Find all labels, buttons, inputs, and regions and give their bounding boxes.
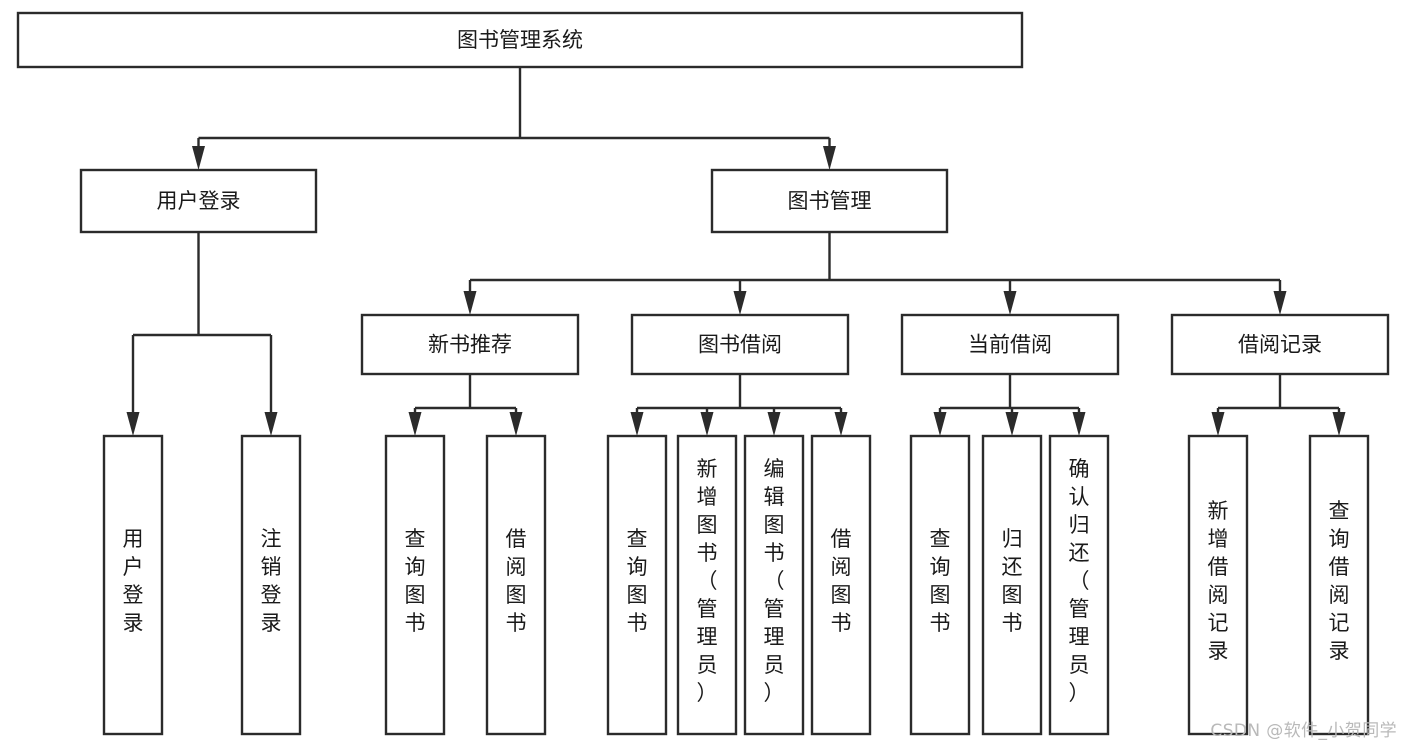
node-label: 图书借阅 — [698, 333, 782, 357]
node-label: 借阅图书 — [506, 527, 527, 635]
node-label: 新书推荐 — [428, 333, 512, 357]
node-box — [1048, 434, 1110, 736]
arrow-down-icon — [1005, 412, 1019, 436]
node-label: 图书管理系统 — [457, 28, 583, 52]
node-box — [743, 434, 805, 736]
arrow-down-icon — [767, 412, 781, 436]
leaf-node-新增图书管理员[interactable]: 新增图书（管理员） — [676, 434, 738, 736]
node-label: 用户登录 — [123, 527, 144, 635]
arrow-down-icon — [630, 412, 644, 436]
arrow-down-icon — [1003, 291, 1017, 315]
node-box — [384, 434, 446, 736]
level3-node-图书借阅[interactable]: 图书借阅 — [630, 313, 850, 376]
leaf-node-新增借阅记录[interactable]: 新增借阅记录 — [1187, 434, 1249, 736]
node-label: 编辑图书（管理员） — [764, 457, 785, 705]
arrow-down-icon — [933, 412, 947, 436]
arrow-down-icon — [126, 412, 140, 436]
level3-node-当前借阅[interactable]: 当前借阅 — [900, 313, 1120, 376]
arrow-down-icon — [192, 146, 205, 170]
arrow-down-icon — [1273, 291, 1287, 315]
leaf-node-查询图书[interactable]: 查询图书 — [384, 434, 446, 736]
node-box — [676, 434, 738, 736]
level2-node-用户登录[interactable]: 用户登录 — [79, 168, 318, 234]
level3-node-新书推荐[interactable]: 新书推荐 — [360, 313, 580, 376]
node-box — [900, 313, 1120, 376]
node-box — [810, 434, 872, 736]
connector-layer — [126, 67, 1346, 436]
arrow-down-icon — [509, 412, 523, 436]
arrow-down-icon — [823, 146, 836, 170]
level2-node-图书管理[interactable]: 图书管理 — [710, 168, 949, 234]
arrow-down-icon — [834, 412, 848, 436]
leaf-node-借阅图书[interactable]: 借阅图书 — [485, 434, 547, 736]
node-label: 新增借阅记录 — [1208, 499, 1229, 663]
arrow-down-icon — [1332, 412, 1346, 436]
leaf-node-借阅图书[interactable]: 借阅图书 — [810, 434, 872, 736]
leaf-node-编辑图书管理员[interactable]: 编辑图书（管理员） — [743, 434, 805, 736]
leaf-node-查询借阅记录[interactable]: 查询借阅记录 — [1308, 434, 1370, 736]
node-box — [1187, 434, 1249, 736]
node-box — [79, 168, 318, 234]
arrow-down-icon — [1211, 412, 1225, 436]
node-label: 注销登录 — [261, 527, 282, 635]
node-box — [710, 168, 949, 234]
node-label: 查询图书 — [627, 527, 648, 635]
node-layer: 新书推荐图书借阅当前借阅借阅记录用户登录注销登录查询图书借阅图书查询图书新增图书… — [16, 11, 1390, 736]
node-label: 归还图书 — [1002, 527, 1023, 635]
leaf-node-确认归还管理员[interactable]: 确认归还（管理员） — [1048, 434, 1110, 736]
node-box — [360, 313, 580, 376]
leaf-node-归还图书[interactable]: 归还图书 — [981, 434, 1043, 736]
arrow-down-icon — [700, 412, 714, 436]
leaf-node-查询图书[interactable]: 查询图书 — [909, 434, 971, 736]
node-box — [630, 313, 850, 376]
arrow-down-icon — [264, 412, 278, 436]
leaf-node-用户登录[interactable]: 用户登录 — [102, 434, 164, 736]
node-box — [606, 434, 668, 736]
root-node-图书管理系统[interactable]: 图书管理系统 — [16, 11, 1024, 69]
leaf-node-注销登录[interactable]: 注销登录 — [240, 434, 302, 736]
arrow-down-icon — [463, 291, 477, 315]
node-label: 图书管理 — [788, 189, 872, 213]
node-box — [240, 434, 302, 736]
leaf-node-查询图书[interactable]: 查询图书 — [606, 434, 668, 736]
node-label: 借阅图书 — [831, 527, 852, 635]
node-box — [909, 434, 971, 736]
node-label: 借阅记录 — [1238, 333, 1322, 357]
node-box — [16, 11, 1024, 69]
node-box — [1170, 313, 1390, 376]
node-label: 新增图书（管理员） — [697, 457, 718, 705]
arrow-down-icon — [733, 291, 747, 315]
node-box — [981, 434, 1043, 736]
node-box — [485, 434, 547, 736]
node-label: 查询借阅记录 — [1329, 499, 1350, 663]
node-label: 用户登录 — [157, 189, 241, 213]
node-label: 当前借阅 — [968, 333, 1052, 357]
arrow-down-icon — [408, 412, 422, 436]
node-box — [1308, 434, 1370, 736]
node-label: 查询图书 — [930, 527, 951, 635]
node-label: 查询图书 — [405, 527, 426, 635]
node-label: 确认归还（管理员） — [1069, 457, 1090, 705]
level3-node-借阅记录[interactable]: 借阅记录 — [1170, 313, 1390, 376]
node-box — [102, 434, 164, 736]
arrow-down-icon — [1072, 412, 1086, 436]
